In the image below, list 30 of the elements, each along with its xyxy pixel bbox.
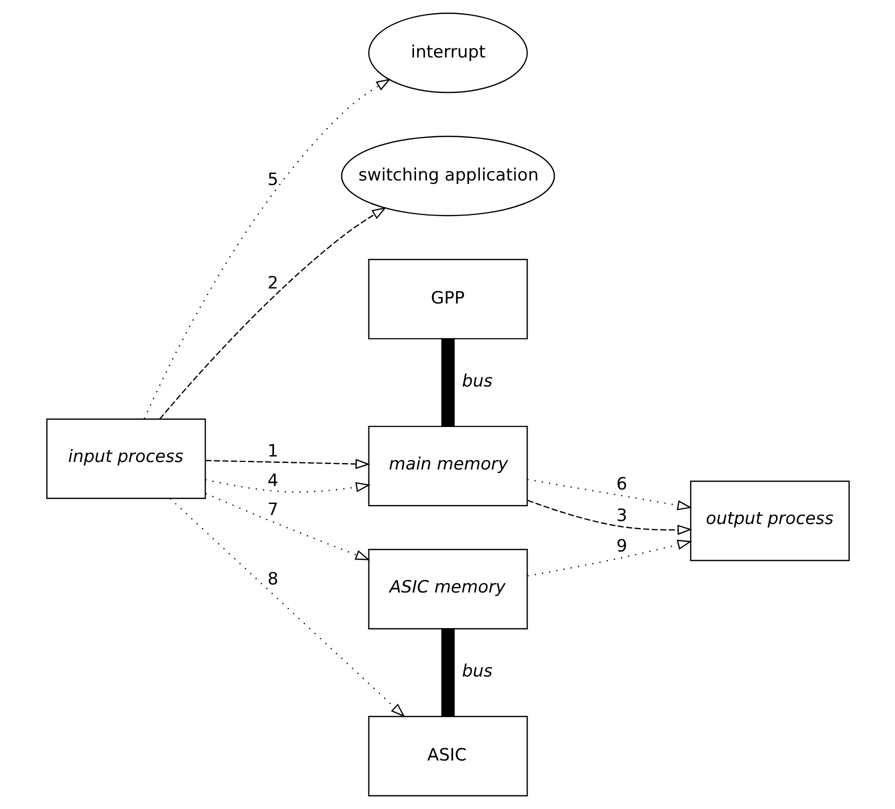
connector: [440, 338, 454, 426]
node-ellipse: switching application: [340, 136, 554, 216]
arrow: [204, 458, 370, 470]
node-box: input process: [46, 418, 206, 499]
edge-label: bus: [462, 662, 492, 682]
node-box: ASIC: [368, 716, 528, 796]
arrow: [204, 492, 370, 560]
edge-label: bus: [462, 371, 492, 392]
edge-label: 3: [616, 506, 627, 526]
node-ellipse: interrupt: [368, 12, 528, 94]
edge-label: 4: [266, 470, 278, 491]
edge-label: 9: [616, 536, 627, 557]
arrow: [526, 478, 692, 510]
arrow: [526, 500, 692, 535]
node-box: main memory: [368, 426, 528, 506]
arrow: [526, 540, 692, 577]
connector: [440, 628, 454, 716]
edge-label: 8: [266, 570, 278, 590]
edge-label: 6: [616, 474, 627, 494]
node-box: GPP: [368, 258, 528, 340]
edge-label: 1: [266, 442, 278, 462]
arrow: [143, 78, 390, 419]
edge-label: 7: [266, 500, 278, 520]
arrow: [158, 207, 386, 420]
node-box: ASIC memory: [368, 548, 528, 630]
node-box: output process: [690, 480, 850, 562]
arrow: [204, 479, 370, 493]
edge-label: 5: [266, 170, 278, 190]
arrow: [169, 498, 405, 718]
edge-label: 2: [266, 273, 278, 294]
